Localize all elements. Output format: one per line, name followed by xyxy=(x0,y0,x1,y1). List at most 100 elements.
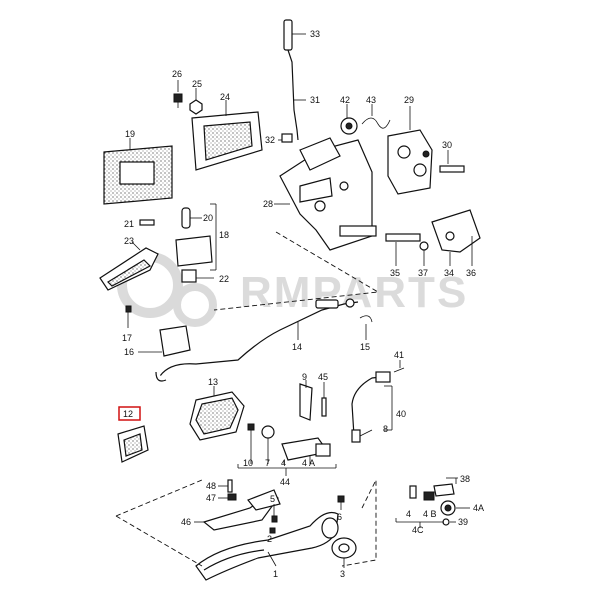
part-pin-20 xyxy=(181,207,202,229)
part-bolt-35 xyxy=(385,233,421,266)
callout-48: 48 xyxy=(206,481,216,491)
callout-33: 33 xyxy=(310,29,320,39)
part-key-38 xyxy=(433,477,458,497)
part-lock-29 xyxy=(387,106,433,195)
part-screw-21 xyxy=(139,219,155,226)
callout-15: 15 xyxy=(360,342,370,352)
callout-labels: 33 26 25 24 31 42 43 29 19 32 30 28 21 2… xyxy=(122,29,484,579)
part-washer-39 xyxy=(442,518,456,526)
callout-36: 36 xyxy=(466,268,476,278)
callout-37: 37 xyxy=(418,268,428,278)
callout-46: 46 xyxy=(181,517,191,527)
part-bolt-30 xyxy=(439,150,465,173)
callout-26: 26 xyxy=(172,69,182,79)
part-screw-17 xyxy=(125,305,132,328)
callout-47: 47 xyxy=(206,493,216,503)
callout-4: 4 xyxy=(281,458,286,468)
callout-45: 45 xyxy=(318,372,328,382)
part-spring-48 xyxy=(218,479,233,493)
part-recess-13 xyxy=(189,386,245,441)
part-plate-34 xyxy=(431,209,481,266)
callout-2: 2 xyxy=(267,534,272,544)
callout-42: 42 xyxy=(340,95,350,105)
callout-41: 41 xyxy=(394,350,404,360)
callout-24: 24 xyxy=(220,92,230,102)
part-lever-23 xyxy=(99,241,159,291)
watermark: RMPARTS xyxy=(117,252,468,327)
part-link-9 xyxy=(299,380,313,421)
part-bracket-16 xyxy=(138,325,191,357)
callout-43: 43 xyxy=(366,95,376,105)
callout-39: 39 xyxy=(458,517,468,527)
assembly-dashed-outline xyxy=(213,231,380,311)
callout-20: 20 xyxy=(203,213,213,223)
callout-8: 8 xyxy=(383,424,388,434)
callout-4-lock: 4 xyxy=(406,509,411,519)
part-bezel-24 xyxy=(191,100,263,171)
part-bush-42 xyxy=(340,104,358,135)
callout-16: 16 xyxy=(124,347,134,357)
part-seal-12 xyxy=(117,425,149,463)
callout-23: 23 xyxy=(124,236,134,246)
callout-35: 35 xyxy=(390,268,400,278)
part-clip-43 xyxy=(361,104,391,129)
part-pin-45 xyxy=(321,382,327,417)
part-screw-5 xyxy=(271,504,278,523)
dashed-guide-left xyxy=(115,479,203,517)
callout-1: 1 xyxy=(273,569,278,579)
part-bush-7 xyxy=(261,425,275,464)
part-screw-6 xyxy=(337,495,345,510)
callout-5: 5 xyxy=(270,494,275,504)
callout-13: 13 xyxy=(208,377,218,387)
part-connector-8 xyxy=(351,429,373,443)
callout-17: 17 xyxy=(122,333,132,343)
part-screw-10 xyxy=(247,423,255,464)
part-pin-41 xyxy=(393,360,405,373)
callout-6: 6 xyxy=(337,512,342,522)
callout-10: 10 xyxy=(243,458,253,468)
part-outer-handle-1 xyxy=(195,511,339,581)
part-lock-cylinder-4 xyxy=(281,437,331,464)
callout-22: 22 xyxy=(219,274,229,284)
callout-9: 9 xyxy=(302,372,307,382)
callout-32: 32 xyxy=(265,135,275,145)
part-screw-37 xyxy=(419,241,429,266)
callout-38: 38 xyxy=(460,474,470,484)
callout-29: 29 xyxy=(404,95,414,105)
callout-34: 34 xyxy=(444,268,454,278)
dashed-guide-right xyxy=(341,479,377,567)
callout-18: 18 xyxy=(219,230,229,240)
part-pad-19 xyxy=(103,138,173,205)
part-mechanism-28 xyxy=(274,137,377,251)
part-lever-46 xyxy=(194,489,281,531)
part-clip-32 xyxy=(278,133,293,143)
part-bracket-18 xyxy=(175,203,217,271)
callout-4a-lock: 4A xyxy=(473,503,484,513)
callout-28: 28 xyxy=(263,199,273,209)
highlight-box xyxy=(118,406,141,421)
callout-44: 44 xyxy=(280,477,290,487)
part-clip-15 xyxy=(359,315,373,340)
part-rod-40 xyxy=(351,371,393,437)
callout-30: 30 xyxy=(442,140,452,150)
callout-4a: 4 A xyxy=(302,458,315,468)
part-clip-22 xyxy=(181,269,214,283)
callout-12: 12 xyxy=(123,409,133,419)
part-lock-4a xyxy=(440,500,470,516)
part-cap-3 xyxy=(331,537,357,568)
part-rod-33-31 xyxy=(283,19,306,141)
part-lock-4b xyxy=(409,485,435,501)
callout-3: 3 xyxy=(340,569,345,579)
part-screw-26 xyxy=(173,80,183,108)
callout-4c: 4C xyxy=(412,525,424,535)
part-screw-2 xyxy=(269,527,276,534)
callout-19: 19 xyxy=(125,129,135,139)
callout-7: 7 xyxy=(265,458,270,468)
callout-25: 25 xyxy=(192,79,202,89)
callout-4b: 4 B xyxy=(423,509,437,519)
callout-21: 21 xyxy=(124,219,134,229)
callout-14: 14 xyxy=(292,342,302,352)
watermark-text: RMPARTS xyxy=(240,268,468,317)
